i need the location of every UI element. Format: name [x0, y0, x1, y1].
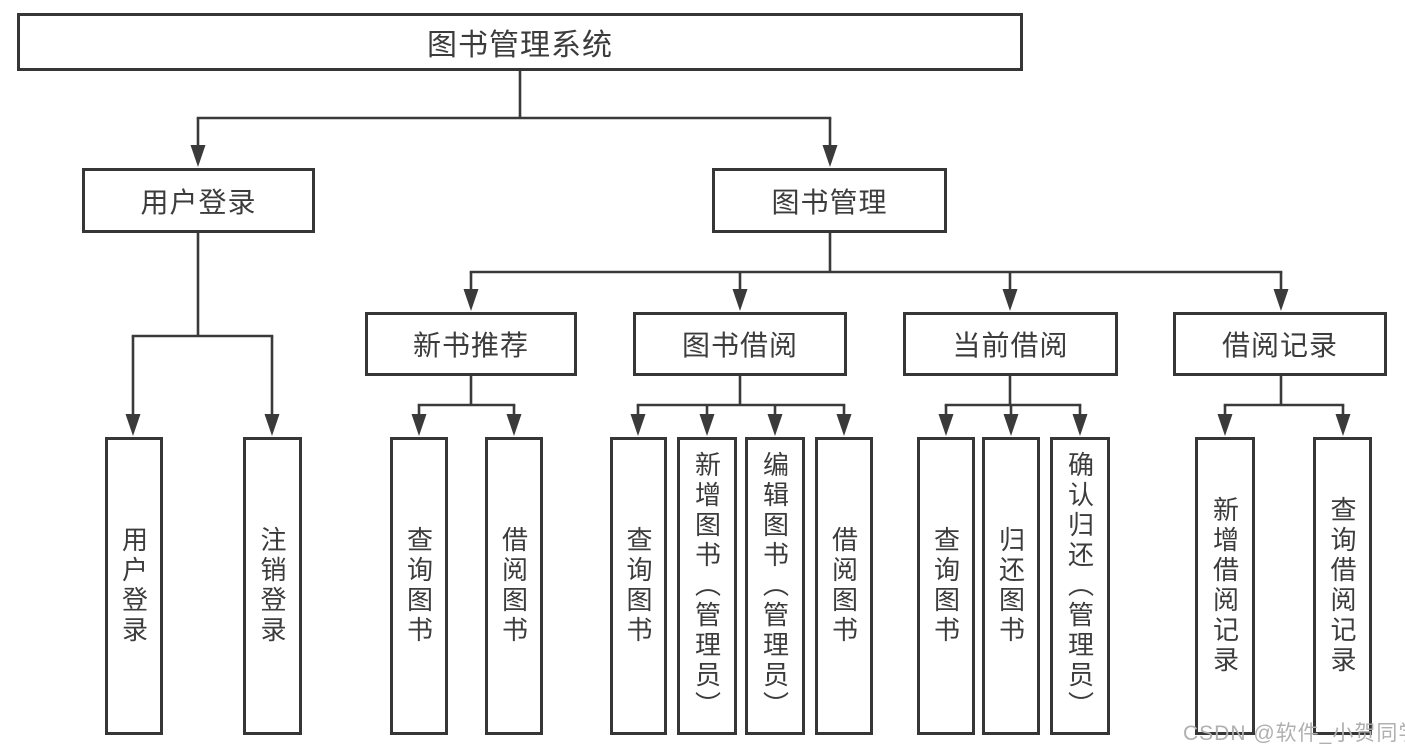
- node-user-login-label: 用户登录: [140, 186, 257, 218]
- node-new-book: 新书推荐: [365, 312, 577, 376]
- node-logout: 注销登录: [243, 437, 302, 735]
- node-bb-edit-label: 编辑图书（管理员）: [759, 451, 790, 721]
- node-login-label: 用户登录: [118, 526, 149, 646]
- node-nb-borrow-label: 借阅图书: [498, 526, 529, 646]
- node-nb-query-label: 查询图书: [403, 526, 434, 646]
- arrow-new-book: [463, 289, 479, 311]
- arrow-bb-borrow: [836, 414, 852, 436]
- arrow-cb-query: [938, 414, 954, 436]
- node-bb-query-label: 查询图书: [623, 526, 653, 646]
- node-book-borrow-label: 图书借阅: [681, 330, 798, 361]
- arrow-cb-confirm: [1072, 414, 1088, 436]
- node-bb-add-label: 新增图书（管理员）: [691, 451, 722, 721]
- arrow-bb-edit: [767, 414, 783, 436]
- node-br-add: 新增借阅记录: [1195, 437, 1255, 735]
- arrow-book-borrow: [732, 289, 748, 311]
- node-root-label: 图书管理系统: [427, 29, 613, 62]
- node-user-login: 用户登录: [82, 168, 315, 233]
- node-cb-query: 查询图书: [917, 437, 975, 735]
- node-bb-borrow: 借阅图书: [815, 437, 873, 735]
- node-root: 图书管理系统: [17, 13, 1023, 71]
- node-br-query-label: 查询借阅记录: [1327, 496, 1357, 676]
- arrow-logout: [264, 414, 280, 436]
- node-cb-query-label: 查询图书: [930, 526, 961, 646]
- node-current-borrow-label: 当前借阅: [952, 330, 1069, 361]
- node-cb-return: 归还图书: [982, 437, 1040, 735]
- csdn-watermark: CSDN @软件_小贺同学: [1183, 722, 1405, 745]
- arrow-br-add: [1217, 414, 1233, 436]
- node-br-add-label: 新增借阅记录: [1209, 496, 1240, 676]
- arrow-bb-query: [630, 414, 646, 436]
- node-cb-confirm: 确认归还（管理员）: [1050, 437, 1110, 735]
- node-bb-edit: 编辑图书（管理员）: [745, 437, 805, 735]
- node-bb-add: 新增图书（管理员）: [677, 437, 737, 735]
- node-book-borrow: 图书借阅: [633, 312, 847, 376]
- node-current-borrow: 当前借阅: [903, 312, 1118, 376]
- arrow-book-mgmt: [822, 145, 838, 167]
- node-bb-borrow-label: 借阅图书: [828, 526, 859, 646]
- arrow-user-login: [190, 145, 206, 167]
- node-login: 用户登录: [105, 437, 163, 735]
- node-borrow-record-label: 借阅记录: [1221, 330, 1338, 361]
- node-book-mgmt: 图书管理: [712, 168, 947, 233]
- node-new-book-label: 新书推荐: [412, 330, 529, 361]
- arrow-current-borrow: [1002, 289, 1018, 311]
- arrow-login: [125, 414, 141, 436]
- arrowheads: [125, 145, 1351, 436]
- arrow-cb-return: [1003, 414, 1019, 436]
- node-nb-query: 查询图书: [390, 437, 448, 735]
- node-borrow-record: 借阅记录: [1173, 312, 1387, 376]
- arrow-bb-add: [699, 414, 715, 436]
- node-logout-label: 注销登录: [257, 526, 287, 646]
- arrow-borrow-record: [1273, 289, 1289, 311]
- arrow-nb-borrow: [506, 414, 522, 436]
- node-br-query: 查询借阅记录: [1313, 437, 1372, 735]
- arrow-nb-query: [411, 414, 427, 436]
- node-book-mgmt-label: 图书管理: [771, 186, 888, 218]
- arrow-br-query: [1335, 414, 1351, 436]
- node-cb-return-label: 归还图书: [995, 526, 1026, 646]
- node-bb-query: 查询图书: [610, 437, 667, 735]
- node-cb-confirm-label: 确认归还（管理员）: [1064, 451, 1095, 721]
- node-nb-borrow: 借阅图书: [485, 437, 543, 735]
